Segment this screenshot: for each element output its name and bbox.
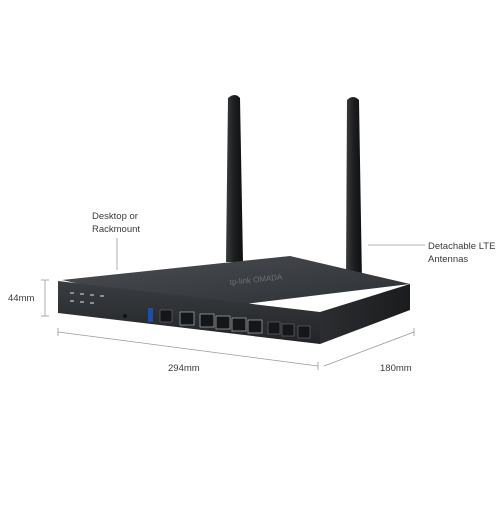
- depth-dimension-line: [323, 328, 415, 367]
- lte-antenna-right: [346, 97, 362, 282]
- reset-button: [123, 314, 127, 318]
- antenna-label: Detachable LTE Antennas: [428, 240, 500, 266]
- width-dimension-line: [57, 328, 319, 370]
- sfp-port: [159, 309, 173, 323]
- lte-antenna-left: [226, 95, 243, 262]
- width-label: 294mm: [168, 363, 200, 374]
- antenna-label-line1: Detachable LTE: [428, 241, 496, 252]
- ethernet-ports: [179, 311, 263, 334]
- usb-port: [148, 308, 153, 322]
- height-dimension-line: [41, 279, 49, 317]
- desktop-label-line1: Desktop or: [92, 211, 138, 222]
- depth-label: 180mm: [380, 363, 412, 374]
- status-leds: [70, 292, 104, 304]
- sfp-ports-right: [267, 321, 311, 339]
- desktop-label-line2: Rackmount: [92, 224, 141, 235]
- antenna-label-line2: Antennas: [428, 254, 469, 265]
- router-side-panel: [320, 284, 410, 344]
- height-label: 44mm: [8, 293, 35, 304]
- desktop-rackmount-label: Desktop or Rackmount: [92, 210, 172, 236]
